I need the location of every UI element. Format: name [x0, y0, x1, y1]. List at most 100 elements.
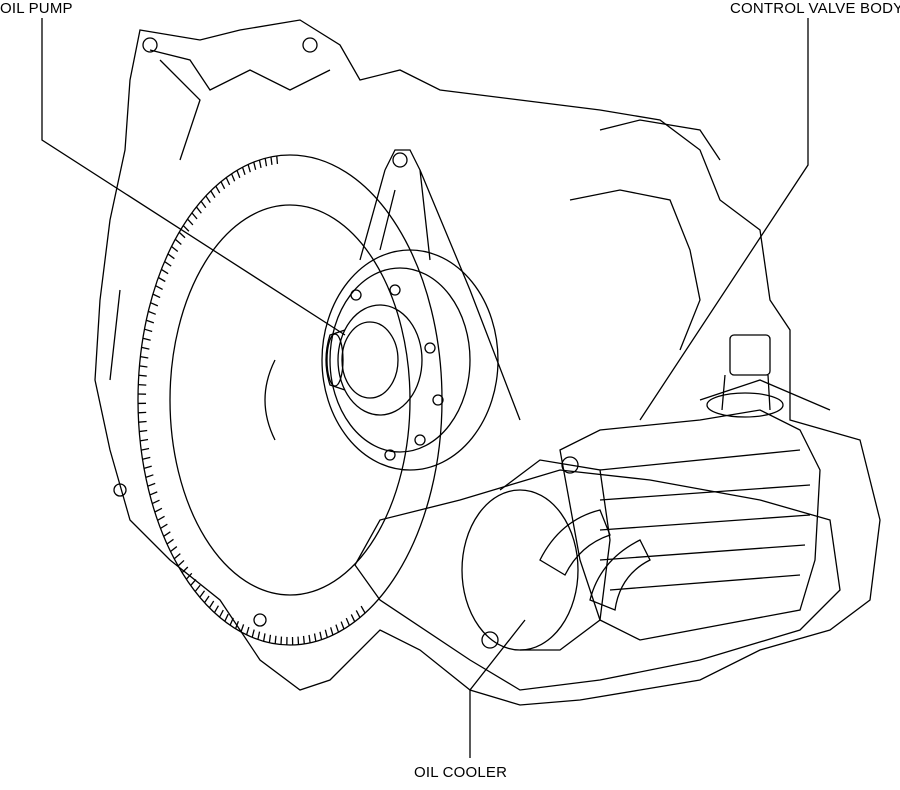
valve-body-plates	[599, 449, 811, 591]
gear-tooth	[335, 624, 340, 633]
drive-plate-center	[264, 359, 276, 441]
bolt-hole	[142, 37, 158, 53]
pump-bolts	[350, 284, 444, 461]
gear-tooth	[191, 212, 198, 220]
oil-pump-label: OIL PUMP	[0, 0, 73, 17]
gear-tooth	[274, 635, 277, 644]
gear-tooth	[154, 507, 163, 513]
transmission-case-outline	[94, 19, 881, 706]
cooler-bolt	[481, 631, 499, 649]
ring-gear-teeth	[138, 155, 366, 645]
gear-tooth	[182, 225, 190, 232]
gear-tooth	[140, 438, 149, 442]
gear-tooth	[142, 456, 151, 460]
gear-tooth	[270, 156, 273, 165]
gear-tooth	[149, 491, 158, 496]
gear-tooth	[160, 523, 168, 529]
gear-tooth	[142, 337, 151, 341]
control-valve-body	[559, 409, 821, 641]
bracket-bolt	[392, 152, 408, 168]
gear-tooth	[230, 173, 236, 182]
gear-tooth	[143, 465, 152, 469]
solenoid-body	[721, 374, 771, 411]
gear-tooth	[146, 319, 155, 324]
gear-tooth	[257, 631, 261, 640]
gear-tooth	[187, 218, 194, 226]
oil-pump-body	[337, 304, 423, 416]
gear-tooth	[150, 302, 159, 307]
drive-plate	[169, 204, 411, 596]
gear-tooth	[330, 627, 334, 636]
gear-tooth	[157, 515, 165, 521]
gear-tooth	[195, 206, 202, 214]
gear-tooth	[194, 584, 201, 592]
gear-tooth	[178, 231, 186, 239]
gear-tooth	[155, 285, 163, 291]
gear-tooth	[213, 605, 219, 613]
input-shaft-end	[326, 333, 344, 387]
oil-pump-flange	[329, 267, 471, 453]
gear-tooth	[251, 629, 255, 638]
solenoid-flange	[706, 392, 784, 418]
control-valve-body-leader-line	[639, 18, 809, 421]
bolt-hole	[113, 483, 127, 497]
gear-tooth	[139, 365, 148, 368]
gear-tooth	[253, 161, 257, 170]
gear-tooth	[302, 635, 305, 644]
oil-pump-hub	[341, 321, 399, 399]
oil-cooler-leader-line	[469, 619, 526, 758]
gear-tooth	[262, 633, 266, 642]
gear-tooth	[205, 195, 211, 203]
gear-tooth	[167, 253, 175, 260]
oil-pump-leader-line	[41, 18, 346, 336]
gear-tooth	[276, 155, 279, 164]
gear-tooth	[313, 633, 317, 642]
gear-tooth	[219, 609, 224, 618]
cooler-bolt	[561, 456, 579, 474]
gear-tooth	[138, 420, 147, 423]
gear-tooth	[264, 158, 268, 167]
oil-pump-housing	[321, 249, 499, 471]
gear-tooth	[258, 159, 262, 168]
gear-tooth	[200, 200, 207, 209]
gear-tooth	[204, 595, 210, 604]
gear-tooth	[138, 383, 147, 386]
gear-tooth	[147, 482, 156, 487]
gear-tooth	[177, 559, 185, 567]
pump-bracket	[359, 149, 521, 421]
gear-tooth	[185, 572, 193, 580]
gear-tooth	[145, 474, 154, 478]
gear-tooth	[215, 185, 221, 194]
gear-tooth	[345, 617, 350, 626]
oil-cooler-pipe	[539, 509, 651, 611]
gear-tooth	[245, 626, 250, 635]
gear-tooth	[355, 610, 361, 618]
gear-tooth	[174, 238, 182, 246]
gear-tooth	[240, 624, 245, 633]
gear-tooth	[241, 167, 246, 176]
gear-tooth	[158, 276, 166, 283]
solenoid-connector	[729, 334, 771, 376]
gear-tooth	[170, 546, 178, 553]
gear-tooth	[208, 600, 215, 609]
gear-tooth	[151, 499, 160, 505]
gear-tooth	[164, 261, 172, 267]
gear-tooth	[360, 605, 366, 614]
gear-tooth	[141, 346, 150, 350]
gear-tooth	[199, 590, 206, 598]
gear-tooth	[141, 447, 150, 451]
gear-tooth	[166, 538, 174, 545]
oil-cooler-housing	[499, 459, 611, 651]
ring-gear-outer	[137, 154, 443, 646]
gear-tooth	[268, 634, 272, 643]
gear-tooth	[224, 613, 229, 622]
gear-tooth	[152, 293, 161, 299]
gear-tooth	[139, 429, 148, 433]
gear-tooth	[324, 629, 328, 638]
gear-tooth	[148, 310, 156, 315]
control-valve-body-label: CONTROL VALVE BODY	[730, 0, 900, 17]
gear-tooth	[308, 634, 311, 643]
gear-tooth	[161, 268, 169, 275]
input-shaft	[325, 329, 346, 391]
